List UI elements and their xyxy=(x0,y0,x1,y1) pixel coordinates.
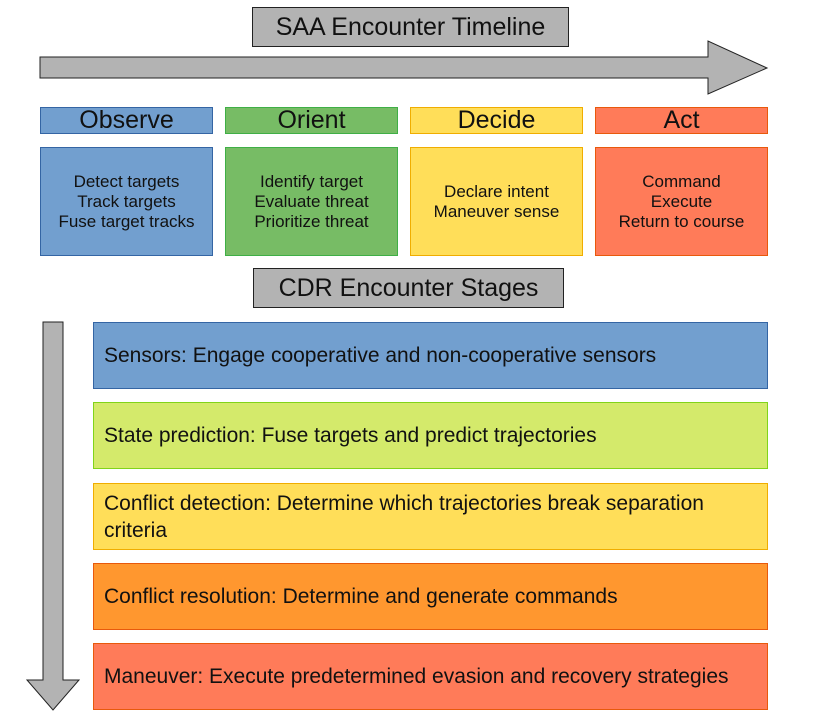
phase-header-observe: Observe xyxy=(40,106,213,134)
phase-item: Maneuver sense xyxy=(433,201,560,221)
phase-header-orient: Orient xyxy=(225,106,398,134)
cdr-stages-title: CDR Encounter Stages xyxy=(253,268,564,308)
phase-item: Declare intent xyxy=(444,181,549,201)
phase-body-observe: Detect targets Track targets Fuse target… xyxy=(40,147,213,256)
stage-conflict-detection: Conflict detection: Determine which traj… xyxy=(93,483,768,550)
phase-item: Execute xyxy=(650,191,713,211)
phase-item: Identify target xyxy=(259,171,363,191)
timeline-arrow-icon xyxy=(39,40,769,95)
phase-item: Detect targets xyxy=(73,171,180,191)
stage-sensors: Sensors: Engage cooperative and non-coop… xyxy=(93,322,768,389)
saa-timeline-title: SAA Encounter Timeline xyxy=(252,7,569,47)
phase-item: Return to course xyxy=(618,211,745,231)
phase-item: Track targets xyxy=(77,191,176,211)
phase-body-act: Command Execute Return to course xyxy=(595,147,768,256)
phase-body-decide: Declare intent Maneuver sense xyxy=(410,147,583,256)
stage-maneuver: Maneuver: Execute predetermined evasion … xyxy=(93,643,768,710)
phase-body-orient: Identify target Evaluate threat Prioriti… xyxy=(225,147,398,256)
phase-item: Command xyxy=(642,171,721,191)
stage-text: Conflict detection: Determine which traj… xyxy=(104,491,704,542)
stage-text: State prediction: Fuse targets and predi… xyxy=(104,424,597,447)
phase-header-act: Act xyxy=(595,106,768,134)
phase-header-decide: Decide xyxy=(410,106,583,134)
stage-text: Maneuver: Execute predetermined evasion … xyxy=(104,665,729,688)
stage-text: Conflict resolution: Determine and gener… xyxy=(104,585,618,608)
stage-conflict-resolution: Conflict resolution: Determine and gener… xyxy=(93,563,768,630)
stage-state-prediction: State prediction: Fuse targets and predi… xyxy=(93,402,768,469)
stage-text: Sensors: Engage cooperative and non-coop… xyxy=(104,344,657,367)
phase-item: Prioritize threat xyxy=(254,211,369,231)
phase-item: Fuse target tracks xyxy=(58,211,195,231)
stages-arrow-icon xyxy=(25,321,81,711)
phase-item: Evaluate threat xyxy=(254,191,369,211)
